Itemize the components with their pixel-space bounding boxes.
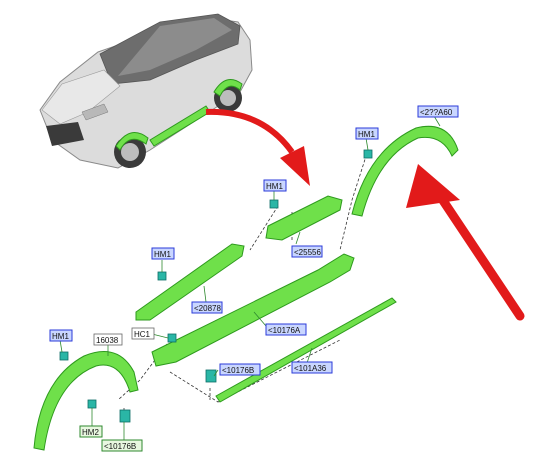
upper-door-moulding — [265, 195, 343, 241]
parts — [33, 125, 459, 451]
car-rear-arch-highlight — [213, 79, 243, 97]
tag-front-moulding: <20878 — [191, 301, 223, 314]
clip-hm2 — [87, 399, 97, 409]
tag-hm1-bottom: HM1 — [49, 329, 73, 342]
clip-front-lower — [119, 409, 131, 423]
svg-text:<10176B: <10176B — [222, 366, 254, 375]
assembly-lines — [117, 149, 369, 418]
car-front-rim — [121, 143, 139, 161]
rear-wheel-arch — [351, 125, 459, 217]
car-headlight — [81, 103, 109, 121]
svg-text:HC1: HC1 — [134, 330, 151, 339]
tag-hc1: HC1 — [131, 327, 155, 340]
clip-hm1-arch — [59, 351, 69, 361]
svg-text:<2??A60: <2??A60 — [420, 108, 453, 117]
tag-hm1-top: HM1 — [355, 127, 379, 140]
car-front-arch-highlight — [115, 132, 149, 151]
tag-hm2: HM2 — [79, 425, 103, 438]
clips — [59, 149, 373, 423]
pointer-arrow-curved — [205, 108, 310, 186]
svg-text:<25556: <25556 — [294, 248, 321, 257]
car-grille — [46, 122, 84, 146]
clip-hm1-rear — [363, 149, 373, 159]
car-rear-rim — [220, 90, 236, 106]
lower-trim-strip — [215, 297, 397, 403]
car-illustration — [39, 13, 253, 169]
tag-hm1-mid: HM1 — [263, 179, 287, 192]
svg-text:HM1: HM1 — [358, 130, 375, 139]
svg-text:<10176B: <10176B — [104, 442, 136, 451]
tag-rocker-clip: <10176B — [219, 363, 261, 376]
svg-text:HM2: HM2 — [82, 428, 99, 437]
tag-hm1-left: HM1 — [151, 247, 175, 260]
svg-text:HM1: HM1 — [154, 250, 171, 259]
tag-rear-arch: <2??A60 — [417, 105, 459, 118]
car-hood — [41, 69, 121, 125]
front-door-moulding — [135, 243, 245, 321]
tag-front-clip: <10176B — [101, 439, 143, 452]
rocker-panel — [151, 253, 355, 367]
tag-upper-moulding: <25556 — [291, 245, 323, 258]
tag-strip: <101A36 — [291, 361, 333, 374]
leader-lines — [59, 115, 441, 442]
tag-front-arch: 16038 — [93, 333, 123, 346]
clip-rocker — [205, 369, 217, 383]
svg-text:HM1: HM1 — [266, 182, 283, 191]
front-wheel-arch — [33, 351, 139, 451]
svg-text:<10176A: <10176A — [268, 326, 301, 335]
clip-hm1-upper — [269, 199, 279, 209]
tag-rocker-main: <10176A — [265, 323, 307, 336]
svg-text:<101A36: <101A36 — [294, 364, 327, 373]
svg-text:HM1: HM1 — [52, 332, 69, 341]
clip-hm1-front — [157, 271, 167, 281]
pointer-arrow-straight — [406, 164, 525, 321]
svg-text:16038: 16038 — [96, 336, 119, 345]
car-glass-reflection — [118, 18, 232, 76]
clip-hc1 — [167, 333, 177, 343]
svg-text:<20878: <20878 — [194, 304, 221, 313]
